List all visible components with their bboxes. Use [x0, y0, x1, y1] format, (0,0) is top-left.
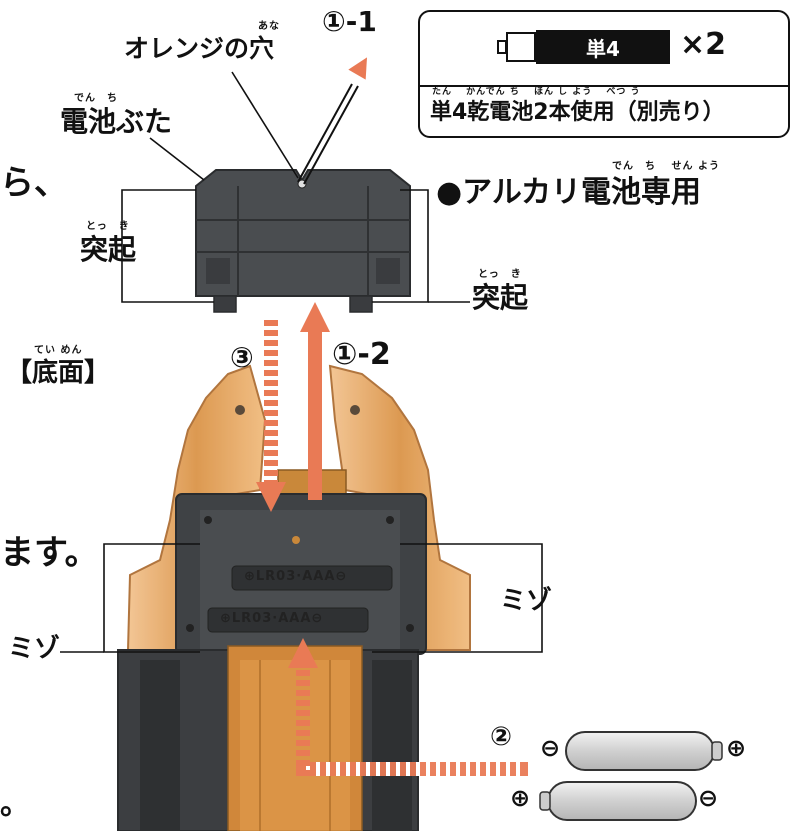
step1-2-arrow [300, 302, 330, 500]
battery1-minus-icon: ⊖ [540, 734, 561, 762]
battery-cover-label: 電池ぶた [60, 105, 173, 138]
battery-box-divider [420, 85, 788, 87]
battery-compartment [175, 493, 427, 655]
cut-text-top: ら、 [0, 163, 68, 203]
orange-hole-ruby: あな [258, 21, 280, 32]
step2-arrow [288, 638, 528, 776]
battery-slot-marking-2: ⊕LR03·AAA⊖ [220, 611, 324, 626]
battery-2 [539, 781, 697, 821]
lower-body [117, 645, 419, 831]
battery2-minus-icon: ⊖ [698, 784, 719, 812]
bottom-face-ruby: てい めん [34, 345, 83, 356]
cut-text-middle: ます。 [0, 533, 99, 573]
orange-hole-label: オレンジの穴 [124, 34, 275, 63]
step1-2-label: ①-2 [332, 337, 391, 372]
leader-lines [60, 71, 543, 653]
alkaline-only-label: ●アルカリ電池専用 [436, 175, 701, 210]
battery2-plus-icon: ⊕ [510, 784, 531, 812]
battery-count: ×2 [680, 27, 727, 62]
battery-type-label: 単4 [586, 36, 620, 61]
step3-arrow [256, 318, 286, 512]
bottom-face-label: 【底面】 [6, 358, 111, 388]
battery-cover-ruby: でん ち [74, 93, 118, 104]
step1-1-label: ①-1 [322, 5, 377, 38]
groove-left-label: ミゾ [8, 634, 61, 664]
battery-usage-ruby: たん かんでん ち ほん し よう べつ う [432, 87, 641, 97]
battery1-plus-icon: ⊕ [726, 734, 747, 762]
battery-1 [565, 731, 723, 771]
protrusion-right-ruby: とっ き [478, 269, 522, 280]
alkaline-ruby: でん ち せん よう [612, 161, 720, 172]
protrusion-right-label: 突起 [472, 281, 529, 314]
protrusion-left-ruby: とっ き [86, 221, 130, 232]
battery-usage-text: 単4乾電池2本使用（別売り） [430, 100, 725, 125]
protrusion-left-label: 突起 [80, 233, 137, 266]
battery-icon-cap [506, 32, 536, 62]
step1-1-arrow [297, 57, 367, 185]
battery-cover [195, 169, 411, 313]
battery-slot-marking-1: ⊕LR03·AAA⊖ [244, 569, 348, 584]
groove-right-label: ミゾ [500, 586, 553, 616]
cut-text-bottom: 。 [0, 787, 30, 822]
battery-info-box [418, 10, 790, 138]
battery-type-badge: 単4 [536, 30, 670, 64]
step2-label: ② [490, 722, 513, 752]
step3-label: ③ [230, 341, 254, 374]
